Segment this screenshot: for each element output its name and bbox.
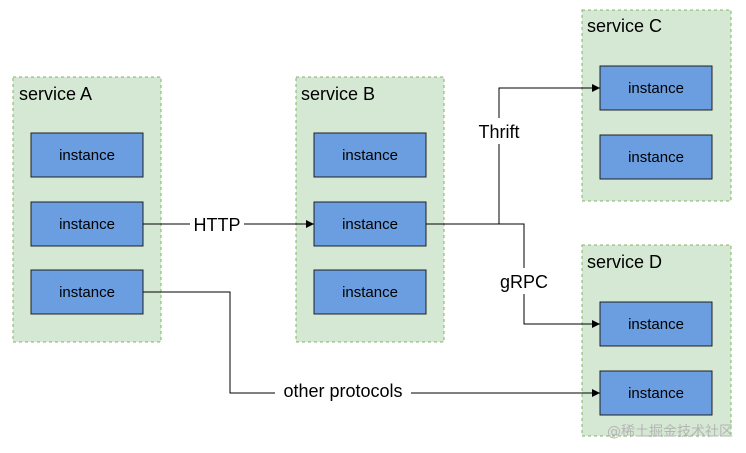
service-c: service C instance instance (581, 9, 732, 202)
service-d-label: service D (587, 252, 662, 272)
service-a-label: service A (19, 84, 92, 104)
grpc-edge-label: gRPC (497, 268, 551, 294)
watermark: @稀土掘金技术社区 (607, 424, 733, 440)
instance-label: instance (342, 284, 398, 301)
service-c-instance-2: instance (599, 134, 713, 180)
other-protocols-connector (143, 291, 600, 397)
http-edge-label: HTTP (190, 211, 244, 237)
service-c-instance-1: instance (599, 65, 713, 111)
instance-label: instance (628, 149, 684, 166)
thrift-label: Thrift (478, 122, 519, 142)
thrift-edge-label: Thrift (474, 118, 524, 144)
service-d-instance-2: instance (599, 370, 713, 416)
service-a: service A instance instance instance (12, 76, 162, 343)
service-b-label: service B (301, 84, 375, 104)
service-d: service D instance instance (581, 244, 732, 437)
service-b-instance-3: instance (313, 269, 427, 315)
instance-label: instance (342, 147, 398, 164)
instance-label: instance (59, 284, 115, 301)
grpc-label: gRPC (500, 272, 548, 292)
instance-label: instance (59, 216, 115, 233)
other-protocols-label: other protocols (283, 381, 402, 401)
service-b: service B instance instance instance (295, 76, 445, 343)
service-a-instance-2: instance (30, 201, 144, 247)
service-b-instance-2: instance (313, 201, 427, 247)
instance-label: instance (342, 216, 398, 233)
service-b-instance-1: instance (313, 132, 427, 178)
instance-label: instance (628, 80, 684, 97)
service-c-label: service C (587, 16, 662, 36)
service-d-instance-1: instance (599, 301, 713, 347)
instance-label: instance (59, 147, 115, 164)
instance-label: instance (628, 385, 684, 402)
http-label: HTTP (194, 215, 241, 235)
service-a-instance-3: instance (30, 269, 144, 315)
other-protocols-edge-label: other protocols (275, 380, 411, 406)
instance-label: instance (628, 316, 684, 333)
thrift-connector (426, 84, 600, 225)
service-a-instance-1: instance (30, 132, 144, 178)
